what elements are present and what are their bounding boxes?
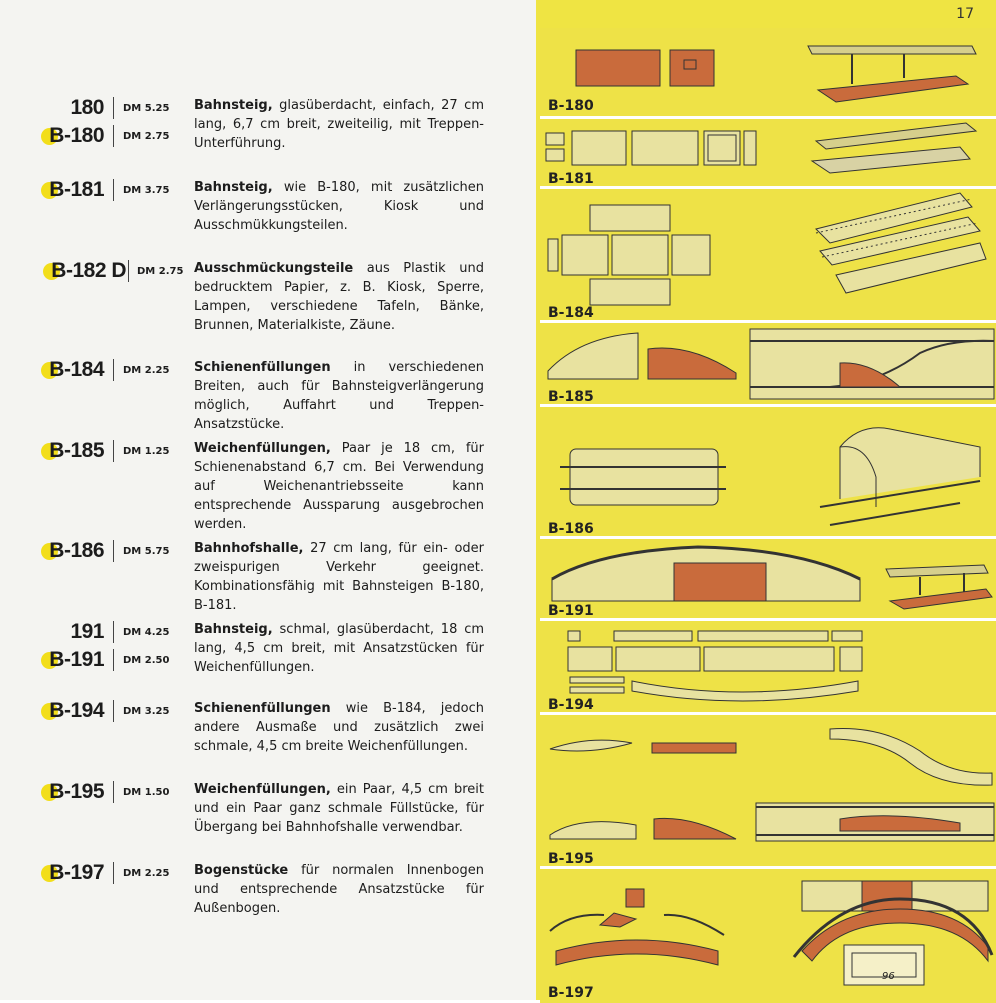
illustration-panel: B-195 xyxy=(540,712,996,869)
panel-label: B-197 xyxy=(548,985,594,1001)
item-code: B-184 xyxy=(41,358,104,382)
yellow-dot-icon xyxy=(43,262,61,280)
panel-label: B-180 xyxy=(548,98,594,114)
yellow-dot-icon xyxy=(41,442,59,460)
item-code: 180 xyxy=(70,96,104,119)
narrow-switch-filling-illustration xyxy=(549,728,995,842)
item-code: B-197 xyxy=(41,861,104,885)
yellow-dot-icon xyxy=(41,181,59,199)
item-code: B-186 xyxy=(41,539,104,563)
item-description: Bahnsteig, glasüberdacht, einfach, 27 cm… xyxy=(194,98,484,151)
item-price: DM 3.75 xyxy=(123,185,170,196)
item-code: B-180 xyxy=(41,124,104,148)
yellow-dot-icon xyxy=(41,702,59,720)
item-price: DM 2.75 xyxy=(137,266,184,277)
yellow-dot-icon xyxy=(41,542,59,560)
station-hall-illustration xyxy=(560,427,981,526)
panel-label: B-194 xyxy=(548,697,594,713)
yellow-dot-icon xyxy=(41,651,59,669)
item-code: B-181 xyxy=(41,178,104,202)
separator xyxy=(113,781,114,803)
separator xyxy=(113,621,114,643)
switch-filling-illustration xyxy=(547,328,995,400)
illustration-panel: B-180 xyxy=(540,28,996,116)
item-description: Schienenfüllungen in verschiedenen Breit… xyxy=(194,360,484,432)
page-number: 17 xyxy=(956,6,974,22)
yellow-dot-icon xyxy=(41,361,59,379)
platform-extension-illustration xyxy=(545,122,978,174)
separator xyxy=(113,125,114,147)
illustration-panel: 96 B-197 xyxy=(540,866,996,1003)
yellow-dot-icon xyxy=(41,864,59,882)
item-price: DM 3.25 xyxy=(123,706,170,717)
separator xyxy=(113,359,114,381)
separator xyxy=(113,700,114,722)
yellow-dot-icon xyxy=(41,783,59,801)
item-code: B-194 xyxy=(41,699,104,723)
track-filling-variant-illustration xyxy=(567,630,863,702)
item-price: DM 2.25 xyxy=(123,365,170,376)
separator xyxy=(128,260,129,282)
item-code: B-191 xyxy=(41,648,104,672)
item-price: DM 2.50 xyxy=(123,655,170,666)
item-description: Bahnsteig, schmal, glasüberdacht, 18 cm … xyxy=(194,622,485,675)
separator xyxy=(113,649,114,671)
item-description: Bogenstücke für normalen Innenbogen und … xyxy=(194,863,484,916)
item-code: 191 xyxy=(70,620,104,643)
item-price: DM 2.25 xyxy=(123,868,170,879)
separator xyxy=(113,440,114,462)
curved-piece-illustration xyxy=(549,880,994,986)
item-price: DM 4.25 xyxy=(123,627,170,638)
item-code: B-185 xyxy=(41,439,104,463)
item-price: DM 5.75 xyxy=(123,546,170,557)
item-description: Weichenfüllungen, Paar je 18 cm, für Sch… xyxy=(194,441,484,532)
track-filling-illustration xyxy=(547,192,987,306)
item-code: B-195 xyxy=(41,780,104,804)
item-description: Ausschmückungsteile aus Plastik und bedr… xyxy=(194,261,484,333)
illustration-panel: B-186 xyxy=(540,404,996,539)
item-description: Weichenfüllungen, ein Paar, 4,5 cm breit… xyxy=(194,782,484,835)
separator xyxy=(113,862,114,884)
illustration-panel: B-181 xyxy=(540,116,996,189)
panel-label: B-184 xyxy=(548,305,594,321)
item-description: Schienenfüllungen wie B-184, jedoch ande… xyxy=(194,701,484,754)
platform-illustration xyxy=(575,45,977,103)
illustration-panel: B-194 xyxy=(540,618,996,715)
panel-label: B-186 xyxy=(548,521,594,537)
illustration-panel: B-184 xyxy=(540,186,996,323)
panel-number-label: 96 xyxy=(882,971,895,982)
item-price: DM 1.25 xyxy=(123,446,170,457)
left-text-column xyxy=(0,0,536,1000)
item-price: DM 1.50 xyxy=(123,787,170,798)
separator xyxy=(113,97,114,119)
panel-label: B-195 xyxy=(548,851,594,867)
item-price: DM 5.25 xyxy=(123,103,170,114)
yellow-dot-icon xyxy=(41,127,59,145)
separator xyxy=(113,540,114,562)
item-code: B-182 D xyxy=(43,259,126,283)
panel-label: B-185 xyxy=(548,389,594,405)
item-description: Bahnhofshalle, 27 cm lang, für ein- oder… xyxy=(194,541,484,613)
illustration-panel: B-185 xyxy=(540,320,996,407)
separator xyxy=(113,179,114,201)
panel-label: B-181 xyxy=(548,171,594,187)
item-description: Bahnsteig, wie B-180, mit zusätzlichen V… xyxy=(194,180,485,233)
illustration-panel: B-191 xyxy=(540,536,996,621)
item-price: DM 2.75 xyxy=(123,131,170,142)
narrow-platform-illustration xyxy=(551,545,993,610)
panel-label: B-191 xyxy=(548,603,594,619)
